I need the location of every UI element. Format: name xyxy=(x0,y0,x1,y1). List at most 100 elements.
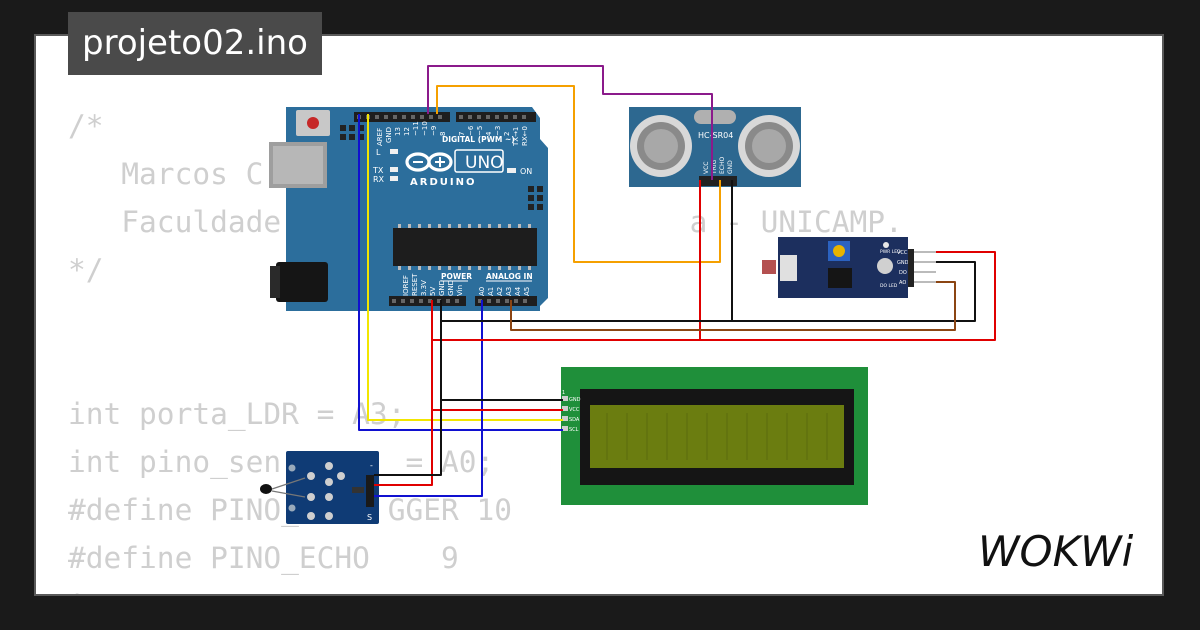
pin-label-a4: A4 xyxy=(514,286,522,296)
pin-label-11: ~11 xyxy=(412,121,420,136)
atmega-chip xyxy=(393,228,537,266)
board-brand: ARDUINO xyxy=(410,177,476,188)
photoresistor-icon xyxy=(762,260,776,274)
code-line: int porta_LDR = A3; xyxy=(68,397,406,431)
digital-header-label: DIGITAL (PWM ~) xyxy=(442,135,515,144)
pin-label-a5: A5 xyxy=(523,287,531,296)
wokwi-logo-text: WOKWi xyxy=(978,527,1134,576)
power-header xyxy=(389,296,466,306)
reset-button[interactable] xyxy=(307,117,319,129)
led-rx xyxy=(390,176,398,181)
us-pin-echo: ECHO xyxy=(719,157,726,174)
power-header-label: POWER xyxy=(441,272,472,281)
pin-label-ioref: IOREF xyxy=(402,275,410,296)
code-line: #define PINO_ GGER 10 xyxy=(68,493,513,527)
pin-label-5: ~5 xyxy=(476,126,484,136)
pin-label-9: ~9 xyxy=(430,126,438,136)
lcd-pin-sda: SDA xyxy=(569,417,580,423)
code-line: /* xyxy=(68,109,104,143)
wire-black[interactable] xyxy=(374,300,442,476)
arduino-uno-board[interactable]: AREF GND 13 12 ~11 ~10 ~9 8 7 ~6 ~5 4 ~3… xyxy=(269,107,548,311)
led-on xyxy=(507,168,516,173)
us-pin-vcc: VCC xyxy=(703,162,710,174)
lcd-pin-gnd: GND xyxy=(569,397,581,403)
code-line: Marcos C xyxy=(68,157,264,191)
led-label-rx: RX xyxy=(373,175,385,184)
wire-purple[interactable] xyxy=(427,65,713,180)
pwr-led-label: PWR LED xyxy=(880,249,901,255)
pin-label-reset: RESET xyxy=(411,273,419,296)
board-model: UNO xyxy=(465,153,504,173)
led-label-on: ON xyxy=(520,167,532,176)
ldr-pin-ao: AO xyxy=(899,280,906,286)
lcd-pin-one: 1 xyxy=(562,390,565,396)
pin-label-12: 12 xyxy=(403,127,411,136)
led-label-tx: TX xyxy=(372,166,384,175)
pin-label-rx0: RX←0 xyxy=(521,126,529,146)
do-led-label: DO LED xyxy=(880,283,898,289)
crystal-icon xyxy=(694,110,736,124)
wire-brown[interactable] xyxy=(510,281,956,331)
pin-label-tx1: TX→1 xyxy=(512,127,520,147)
sensor-model-label: HC-SR04 xyxy=(698,131,733,140)
code-line: #define PINO_ECHO 9 xyxy=(68,541,459,575)
pin-label-5v: 5V xyxy=(429,287,437,296)
code-line: Faculdade a - UNICAMP. xyxy=(121,205,903,239)
wires[interactable] xyxy=(358,65,996,497)
analog-header-label: ANALOG IN xyxy=(486,272,533,281)
wire-blue-2[interactable] xyxy=(374,300,483,497)
pin-label-a2: A2 xyxy=(496,287,504,296)
ultrasonic-sensor-hcsr04[interactable]: HC-SR04 VCC TRIG ECHO GND xyxy=(629,107,801,187)
led-l xyxy=(390,149,398,154)
pin-label-a1: A1 xyxy=(487,287,495,296)
project-title[interactable]: projeto02.ino xyxy=(68,12,322,75)
wokwi-logo[interactable]: WOKWi xyxy=(976,520,1152,580)
code-line: int xyxy=(68,589,121,594)
pin-label-gnd2: GND xyxy=(447,280,455,296)
led-indicator xyxy=(877,258,893,274)
pin-label-6: ~6 xyxy=(467,125,475,136)
thermistor-icon xyxy=(260,484,272,494)
lcd-display-i2c[interactable]: 1 GND VCC SDA SCL xyxy=(561,367,868,505)
wire-orange[interactable] xyxy=(436,85,721,263)
temperature-sensor-module[interactable]: - S xyxy=(260,451,379,524)
wire-blue[interactable] xyxy=(358,114,563,431)
pin-label-aref: AREF xyxy=(376,128,384,146)
led-tx xyxy=(390,167,398,172)
arduino-logo-icon xyxy=(405,152,453,172)
pin-label-4: 4 xyxy=(485,131,493,136)
ldr-module[interactable]: PWR LED DO LED VCC GND DO AO xyxy=(762,237,936,298)
pin-label-gnd: GND xyxy=(385,127,393,143)
ldr-pin-do: DO xyxy=(899,270,907,276)
wokwi-logo-icon: WOKWi xyxy=(978,527,1134,576)
us-pin-trig: TRIG xyxy=(711,159,718,175)
pin-label-a0: A0 xyxy=(478,287,486,296)
lcd-screen xyxy=(590,405,844,468)
pin-label-10: ~10 xyxy=(421,121,429,136)
pin-label-3: ~3 xyxy=(494,126,502,136)
lcd-pin-scl: SCL xyxy=(569,427,579,433)
code-line: int pino_sen = A0; xyxy=(68,445,495,479)
code-line: */ xyxy=(68,253,104,287)
code-preview: /* Marcos C Faculdade a - UNICAMP. */ in… xyxy=(68,102,903,594)
us-pin-gnd: GND xyxy=(727,160,734,174)
wire-red[interactable] xyxy=(374,300,433,486)
pin-label-gnd1: GND xyxy=(438,280,446,296)
pin-label-vin: Vin xyxy=(456,285,464,296)
pin-label-3v3: 3.3V xyxy=(420,280,428,296)
lcd-pin-vcc: VCC xyxy=(569,407,580,413)
pin-label-2: 2 xyxy=(503,132,511,136)
pin-label-13: 13 xyxy=(394,127,402,136)
led-label-l: L xyxy=(376,148,381,157)
temp-pin-s: S xyxy=(367,513,372,522)
wire-red-2[interactable] xyxy=(432,251,996,341)
temp-pin-minus: - xyxy=(370,461,373,470)
pin-label-a3: A3 xyxy=(505,287,513,296)
power-jack xyxy=(276,262,328,302)
comparator-chip xyxy=(828,268,852,288)
wire-yellow[interactable] xyxy=(367,114,563,421)
wire-black-2[interactable] xyxy=(441,261,976,322)
ldr-pin-vcc: VCC xyxy=(897,250,908,256)
pin-label-8: 8 xyxy=(439,132,447,136)
